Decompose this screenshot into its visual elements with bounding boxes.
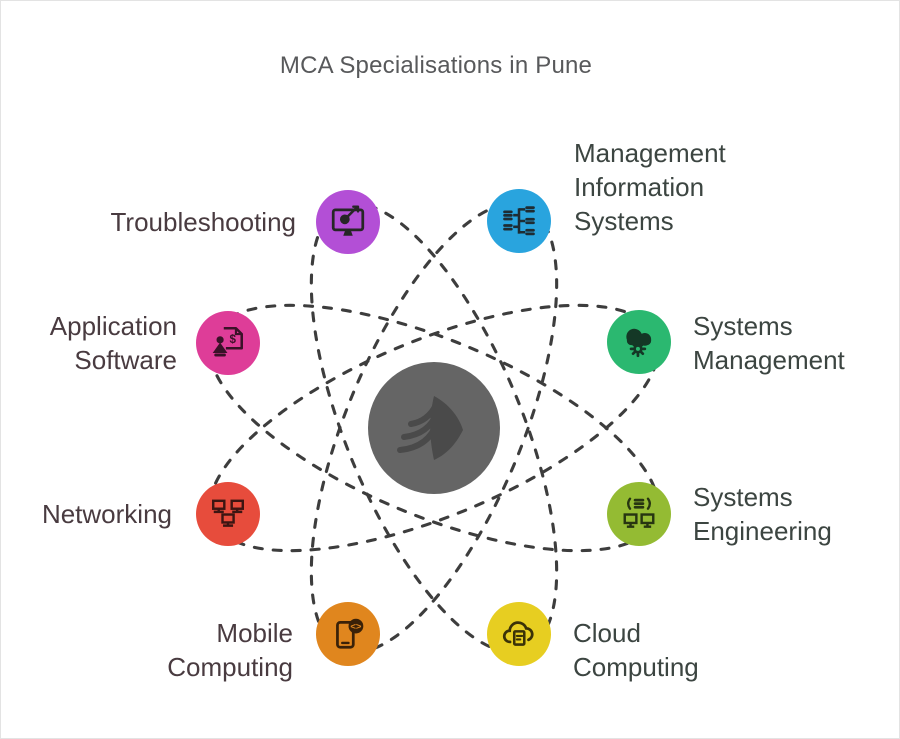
- node-management-information-systems: [487, 189, 551, 253]
- node-application-software: $: [196, 311, 260, 375]
- document-flask-icon: $: [212, 326, 243, 357]
- label-cloud-computing: Cloud Computing: [573, 618, 699, 682]
- monitor-dart-icon: [331, 205, 365, 236]
- database-monitors-icon: [623, 497, 655, 528]
- label-management-information-systems: Management Information Systems: [574, 138, 726, 236]
- center-hub: [368, 362, 500, 494]
- svg-text:<>: <>: [350, 621, 362, 632]
- node-systems-management: [607, 310, 671, 374]
- label-application-software: Application Software: [49, 311, 177, 375]
- node-networking: [196, 482, 260, 546]
- cloud-document-icon: [502, 621, 534, 646]
- smartphone-code-icon: <>: [336, 618, 364, 649]
- label-systems-engineering: Systems Engineering: [693, 482, 832, 546]
- label-mobile-computing: Mobile Computing: [167, 618, 293, 682]
- svg-text:$: $: [230, 333, 237, 346]
- page-title: MCA Specialisations in Pune: [279, 52, 593, 79]
- node-cloud-computing: [487, 602, 551, 666]
- label-troubleshooting: Troubleshooting: [110, 207, 297, 237]
- label-systems-management: Systems Management: [693, 311, 845, 375]
- fanned-book-logo: [397, 396, 463, 460]
- node-systems-engineering: [607, 482, 671, 546]
- cloud-gear-icon: [626, 328, 652, 358]
- node-mobile-computing: <>: [316, 602, 380, 666]
- data-flow-icon: [503, 206, 535, 236]
- workstations-network-icon: [212, 499, 244, 527]
- node-troubleshooting: [316, 190, 380, 254]
- label-networking: Networking: [41, 499, 172, 529]
